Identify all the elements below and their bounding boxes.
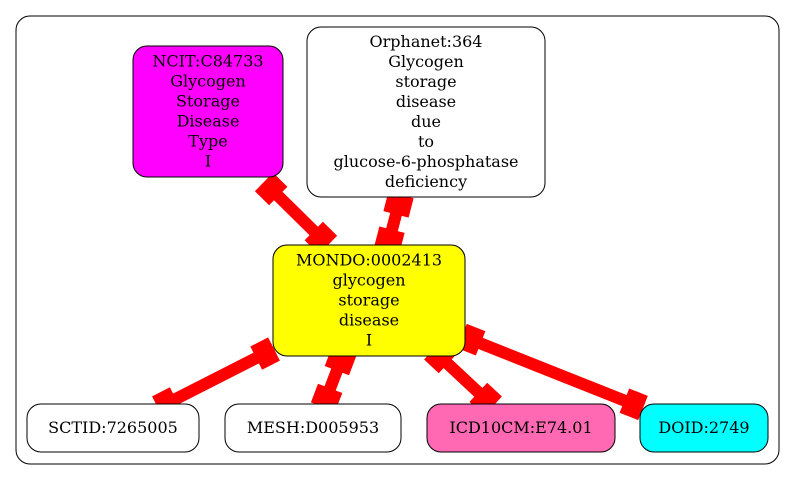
node-label-line: MONDO:0002413 (296, 251, 442, 270)
node-label-line: Orphanet:364 (370, 32, 483, 51)
edge-end-marker-start (250, 337, 280, 370)
node-label-line: Disease (177, 112, 240, 131)
node-label-line: MESH:D005953 (247, 418, 379, 437)
edge-mondo-sctid (155, 343, 277, 414)
node-doid[interactable]: DOID:2749 (639, 403, 769, 453)
nodes-layer: NCIT:C84733GlycogenStorageDiseaseTypeIOr… (26, 26, 769, 453)
node-box-sctid (26, 403, 200, 453)
node-label-line: Glycogen (388, 52, 464, 71)
node-label-line: to (418, 132, 434, 151)
node-box-ncit (132, 45, 284, 178)
node-label-line: Glycogen (170, 72, 246, 91)
node-label-line: I (366, 331, 372, 350)
node-box-orphanet (306, 26, 546, 198)
node-sctid[interactable]: SCTID:7265005 (26, 403, 200, 453)
node-label-line: I (205, 152, 211, 171)
node-box-mesh (224, 403, 402, 453)
node-mesh[interactable]: MESH:D005953 (224, 403, 402, 453)
node-label-line: Type (188, 132, 227, 151)
edge-end-marker-start (254, 172, 288, 206)
node-label-line: ICD10CM:E74.01 (449, 418, 592, 437)
node-label-line: DOID:2749 (658, 418, 749, 437)
node-label-line: storage (338, 291, 399, 310)
node-label-line: storage (395, 72, 456, 91)
node-orphanet[interactable]: Orphanet:364Glycogenstoragediseaseduetog… (306, 26, 546, 198)
node-box-icd10cm (426, 403, 616, 453)
node-label-line: disease (396, 92, 456, 111)
node-label-line: Storage (176, 92, 240, 111)
node-label-line: due (411, 112, 441, 131)
edge-mondo-doid (459, 330, 646, 414)
node-label-line: NCIT:C84733 (152, 52, 263, 71)
edge-end-marker-start (383, 191, 414, 218)
node-label-line: deficiency (385, 172, 467, 191)
node-label-line: disease (339, 311, 399, 330)
node-label-line: glycogen (332, 271, 405, 290)
node-label-line: SCTID:7265005 (48, 418, 178, 437)
node-box-doid (639, 403, 769, 453)
node-icd10cm[interactable]: ICD10CM:E74.01 (426, 403, 616, 453)
node-label-line: glucose-6-phosphatase (333, 152, 518, 171)
node-box-mondo (272, 244, 466, 357)
